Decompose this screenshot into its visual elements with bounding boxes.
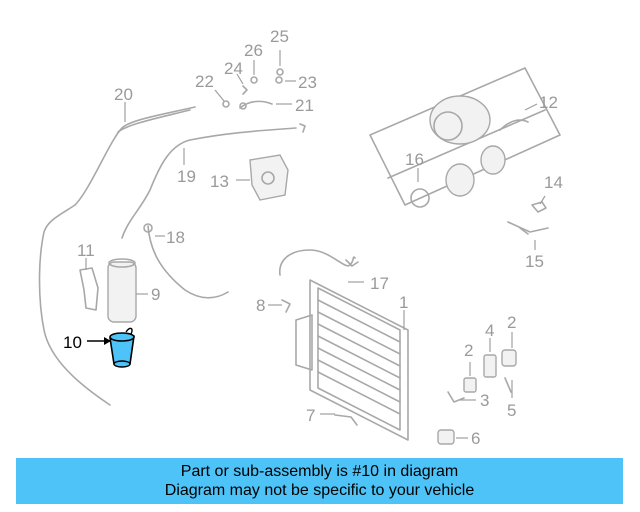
parts-diagram: 1 2 2 3 4 5 6 7 8 9 10 11 12 13 14 15 16… [38,27,563,448]
callout-3: 3 [480,391,489,410]
fittings-2-8 [268,299,517,445]
callout-25: 25 [270,27,289,46]
callout-15: 15 [525,252,544,271]
callout-16: 16 [405,150,424,169]
callout-21: 21 [295,96,314,115]
callout-19: 19 [177,167,196,186]
callout-1: 1 [399,293,408,312]
callout-5: 5 [507,401,516,420]
callout-2a: 2 [464,341,473,360]
callout-11: 11 [77,241,95,260]
hose-19 [121,123,306,239]
callout-7: 7 [306,406,315,425]
hose-17 [279,249,364,283]
callout-10: 10 [63,333,82,352]
callout-4: 4 [485,321,494,340]
callout-14: 14 [544,173,563,192]
callout-12: 12 [539,93,558,112]
callout-20: 20 [114,85,133,104]
callout-24: 24 [224,59,243,78]
condenser-1 [295,279,409,441]
callout-9: 9 [151,285,160,304]
callout-13: 13 [210,172,229,191]
callout-arrow-10 [87,337,111,345]
callout-8: 8 [256,296,265,315]
compressor-assembly-12 [369,67,561,208]
callout-23: 23 [298,73,317,92]
callout-22: 22 [195,72,214,91]
hose-20 [38,102,196,406]
info-banner: Part or sub-assembly is #10 in diagram D… [16,458,623,504]
bracket-13 [236,154,289,201]
fittings-21-26 [214,50,296,110]
drier-9 [107,258,148,323]
callout-6: 6 [471,429,480,448]
bracket-11 [79,258,99,311]
hose-18 [143,223,229,299]
callout-17: 17 [370,274,389,293]
callout-26: 26 [244,41,263,60]
drier-bag-10[interactable] [109,327,135,368]
banner-line-1: Part or sub-assembly is #10 in diagram [180,463,459,480]
callout-18: 18 [166,228,185,247]
banner-line-2: Diagram may not be specific to your vehi… [164,482,475,499]
fittings-14-15 [507,195,549,250]
callout-2b: 2 [507,313,516,332]
